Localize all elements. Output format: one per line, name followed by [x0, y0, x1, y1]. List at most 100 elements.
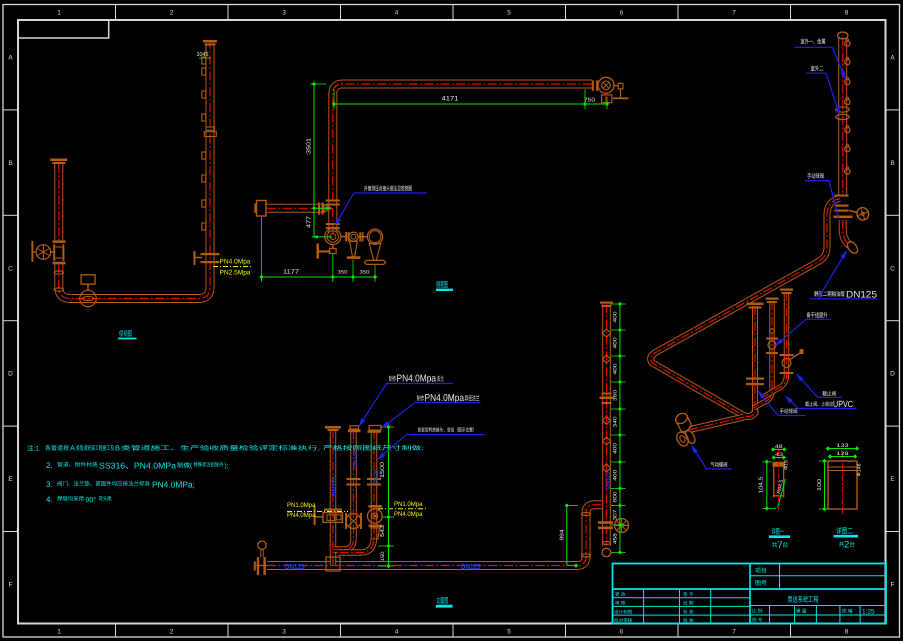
svg-text:);: );: [225, 463, 229, 470]
svg-text:8: 8: [845, 629, 849, 636]
svg-text:750: 750: [584, 98, 595, 104]
svg-text:PN4.0Mpa: PN4.0Mpa: [394, 511, 423, 518]
svg-text:DN125: DN125: [331, 476, 338, 496]
svg-text:D: D: [8, 371, 13, 378]
svg-text:批 准: 批 准: [683, 618, 694, 623]
svg-text:法兰: 法兰: [437, 375, 445, 383]
svg-text:PN1.0Mpa: PN1.0Mpa: [394, 501, 423, 508]
svg-text:骨干线提升: 骨干线提升: [807, 311, 828, 319]
svg-text:4.: 4.: [46, 495, 53, 504]
svg-text:设计制图: 设计制图: [614, 609, 633, 614]
svg-text:1177: 1177: [283, 269, 300, 276]
svg-text:800: 800: [613, 491, 619, 502]
svg-text:3.: 3.: [46, 480, 53, 489]
svg-text:弯头焊;: 弯头焊;: [99, 496, 113, 503]
svg-text:400: 400: [613, 337, 619, 348]
svg-text:类管道安装工程施工及: 类管道安装工程施工及: [76, 444, 114, 452]
svg-text:5: 5: [507, 10, 511, 17]
svg-text:泵送系统工程: 泵送系统工程: [788, 595, 819, 604]
svg-text:F: F: [9, 582, 13, 589]
svg-text:133: 133: [837, 443, 849, 449]
svg-text:制作: 制作: [417, 395, 425, 403]
svg-text:各管道按: 各管道按: [45, 444, 69, 452]
svg-text:2: 2: [170, 10, 174, 17]
svg-text:1045: 1045: [197, 51, 210, 58]
svg-text:PN4.0Mpa: PN4.0Mpa: [425, 393, 465, 404]
svg-text:俊视图: 俊视图: [119, 330, 132, 338]
svg-text:立面图: 立面图: [436, 596, 448, 605]
svg-text:6: 6: [620, 629, 624, 636]
svg-text:400: 400: [613, 443, 619, 454]
svg-text:B: B: [890, 160, 894, 167]
svg-text:PN4.0MPa;: PN4.0MPa;: [152, 480, 195, 490]
svg-text:室外二: 室外二: [811, 65, 824, 73]
svg-text:气动蝶阀: 气动蝶阀: [711, 462, 728, 469]
svg-text:PN2.5Mpa: PN2.5Mpa: [220, 270, 251, 277]
svg-text:8: 8: [845, 10, 849, 17]
svg-text:详图一: 详图一: [772, 527, 785, 536]
svg-text:2: 2: [844, 540, 849, 551]
svg-text:48: 48: [775, 444, 783, 450]
svg-text:审 核: 审 核: [615, 601, 626, 606]
svg-text:C: C: [890, 265, 895, 272]
svg-text:43: 43: [775, 452, 783, 458]
svg-text:1500: 1500: [379, 461, 386, 478]
svg-text:注:1.: 注:1.: [27, 445, 41, 453]
svg-text:150: 150: [380, 551, 386, 561]
svg-text:3: 3: [282, 629, 286, 636]
svg-text:日 期: 日 期: [683, 601, 694, 606]
svg-text:类管道施工、生产验收质量检验评定标准执行, 严格按照图纸尺寸: 类管道施工、生产验收质量检验评定标准执行, 严格按照图纸尺寸制做;: [121, 444, 425, 452]
svg-text:4: 4: [395, 10, 399, 17]
svg-text:400: 400: [613, 311, 619, 322]
svg-text:台: 台: [849, 541, 855, 549]
svg-text:400: 400: [613, 363, 619, 374]
svg-text:R64.5: R64.5: [776, 479, 785, 494]
svg-text:A: A: [8, 55, 13, 62]
svg-text:SS316、PN4.0MPa: SS316、PN4.0MPa: [99, 461, 176, 471]
svg-text:A: A: [890, 55, 895, 62]
svg-text:图 号: 图 号: [752, 618, 763, 623]
svg-text:DN125: DN125: [846, 290, 877, 301]
svg-text:1:25: 1:25: [862, 609, 875, 616]
svg-text:B: B: [115, 444, 120, 453]
svg-text:PN4.0Mpa: PN4.0Mpa: [220, 259, 251, 266]
svg-text:PN4.0Mpa: PN4.0Mpa: [287, 512, 316, 519]
svg-text:5: 5: [507, 629, 511, 636]
svg-text:制做(: 制做(: [177, 462, 193, 470]
svg-text:1: 1: [57, 10, 61, 17]
svg-text:1: 1: [57, 629, 61, 636]
svg-text:458: 458: [613, 533, 619, 544]
svg-text:104.5: 104.5: [759, 477, 765, 494]
svg-text:UPVC: UPVC: [833, 399, 853, 409]
svg-text:签 字: 签 字: [683, 592, 694, 597]
svg-text:异径法兰: 异径法兰: [465, 395, 480, 403]
svg-text:7: 7: [732, 10, 736, 17]
svg-text:更 改: 更 改: [615, 592, 626, 597]
svg-text:重 量: 重 量: [796, 609, 807, 614]
svg-text:340: 340: [613, 416, 619, 427]
svg-text:129: 129: [837, 451, 849, 457]
svg-text:PN4.0Mpa: PN4.0Mpa: [397, 374, 437, 385]
svg-text:350: 350: [338, 270, 348, 276]
svg-text:室外一、金属: 室外一、金属: [801, 38, 826, 46]
svg-text:4171: 4171: [442, 96, 459, 103]
svg-text:图号: 图号: [755, 580, 767, 587]
svg-text:3501: 3501: [306, 137, 313, 154]
svg-text:477: 477: [306, 215, 313, 228]
svg-text:350: 350: [360, 270, 370, 276]
svg-text:PN1.0Mpa: PN1.0Mpa: [287, 502, 316, 509]
svg-text:详图二: 详图二: [836, 527, 853, 536]
svg-text:变更定转放接头、变径（图示位置）: 变更定转放接头、变径（图示位置）: [418, 427, 477, 434]
svg-text:7: 7: [777, 540, 782, 551]
svg-text:DN125: DN125: [373, 468, 380, 484]
svg-text:图 幅: 图 幅: [842, 609, 853, 614]
svg-text:C: C: [8, 265, 13, 272]
svg-text:截止阀: 截止阀: [822, 391, 836, 398]
svg-text:B: B: [8, 160, 12, 167]
svg-text:台: 台: [782, 541, 788, 549]
svg-text:F: F: [891, 582, 895, 589]
svg-text:特殊标注的除外: 特殊标注的除外: [194, 462, 224, 469]
svg-text:90°: 90°: [86, 497, 97, 504]
svg-text:DN125: DN125: [285, 562, 305, 571]
svg-text:307: 307: [613, 509, 619, 520]
